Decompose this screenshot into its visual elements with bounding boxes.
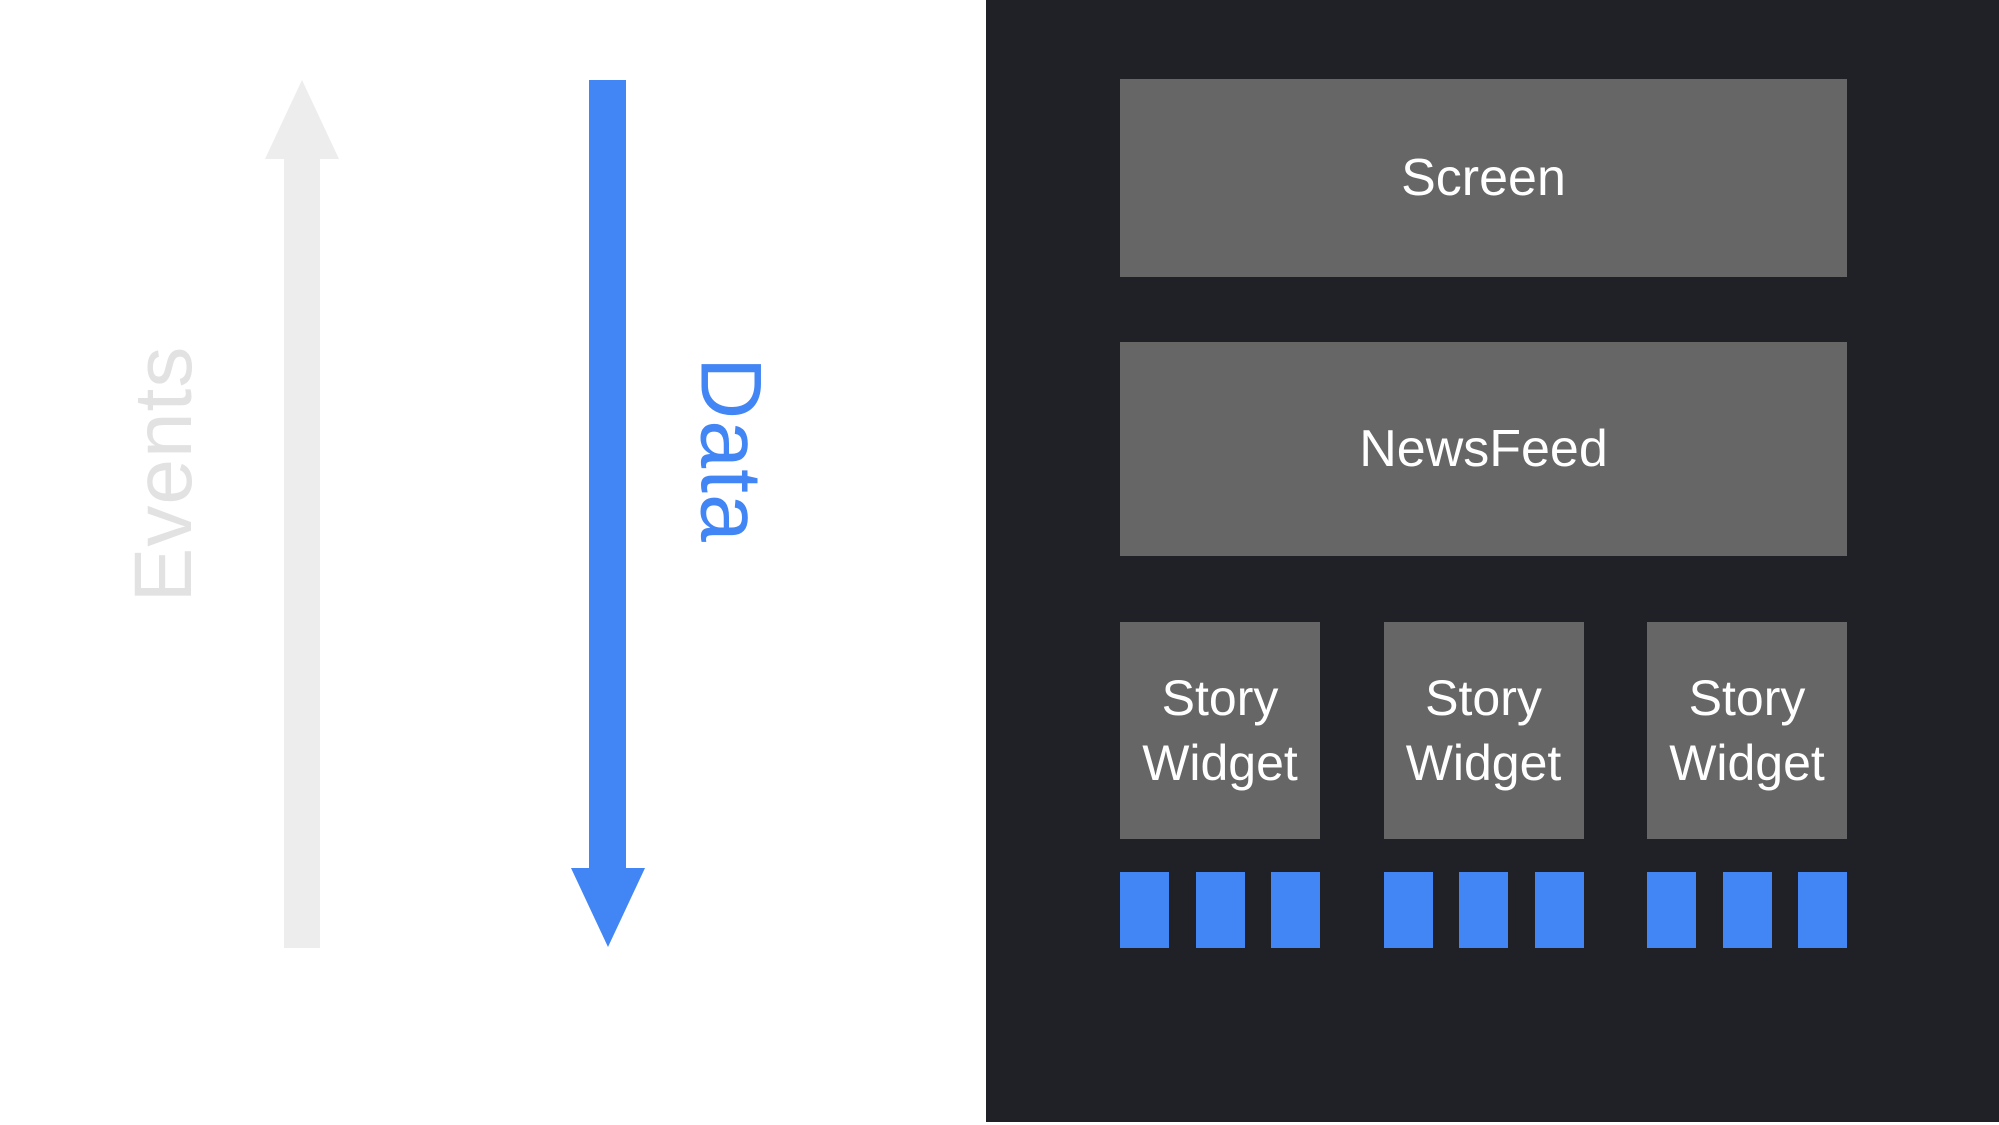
up-arrow-head	[265, 80, 339, 159]
down-arrow-head	[571, 868, 645, 947]
story-widget-box: Story Widget	[1647, 622, 1847, 839]
data-chip-group	[1647, 872, 1847, 948]
story-widget-label: Story Widget	[1669, 669, 1825, 791]
data-chip-square	[1459, 872, 1508, 948]
story-widgets-row: Story Widget Story Widget Story Widget	[1120, 622, 1847, 839]
story-widget-box: Story Widget	[1383, 622, 1584, 839]
screen-box: Screen	[1120, 79, 1847, 277]
data-chip-square	[1722, 872, 1772, 948]
events-label: Events	[118, 345, 209, 603]
data-chip-square	[1647, 872, 1696, 948]
data-chip-square	[1534, 872, 1584, 948]
data-chip-group	[1120, 872, 1320, 948]
data-chips-row	[1120, 872, 1847, 948]
data-chip-square	[1798, 872, 1847, 948]
story-widget-label: Story Widget	[1405, 669, 1562, 791]
screen-box-label: Screen	[1401, 149, 1566, 207]
bottom-white-strip	[986, 1122, 1999, 1125]
story-widget-box: Story Widget	[1120, 622, 1320, 839]
newsfeed-box-label: NewsFeed	[1359, 420, 1608, 478]
data-chip-square	[1271, 872, 1320, 948]
story-widget-label: Story Widget	[1142, 669, 1298, 791]
data-chip-square	[1383, 872, 1433, 948]
flow-panel: Events Data	[0, 0, 986, 1125]
up-arrow-shaft	[284, 157, 320, 948]
widget-tree-panel: Screen NewsFeed Story Widget Story Widge…	[986, 0, 1999, 1122]
data-chip-square	[1120, 872, 1169, 948]
data-label: Data	[682, 357, 779, 543]
newsfeed-box: NewsFeed	[1120, 342, 1847, 556]
data-chip-group	[1383, 872, 1584, 948]
data-chip-square	[1195, 872, 1245, 948]
down-arrow-shaft	[589, 80, 626, 870]
